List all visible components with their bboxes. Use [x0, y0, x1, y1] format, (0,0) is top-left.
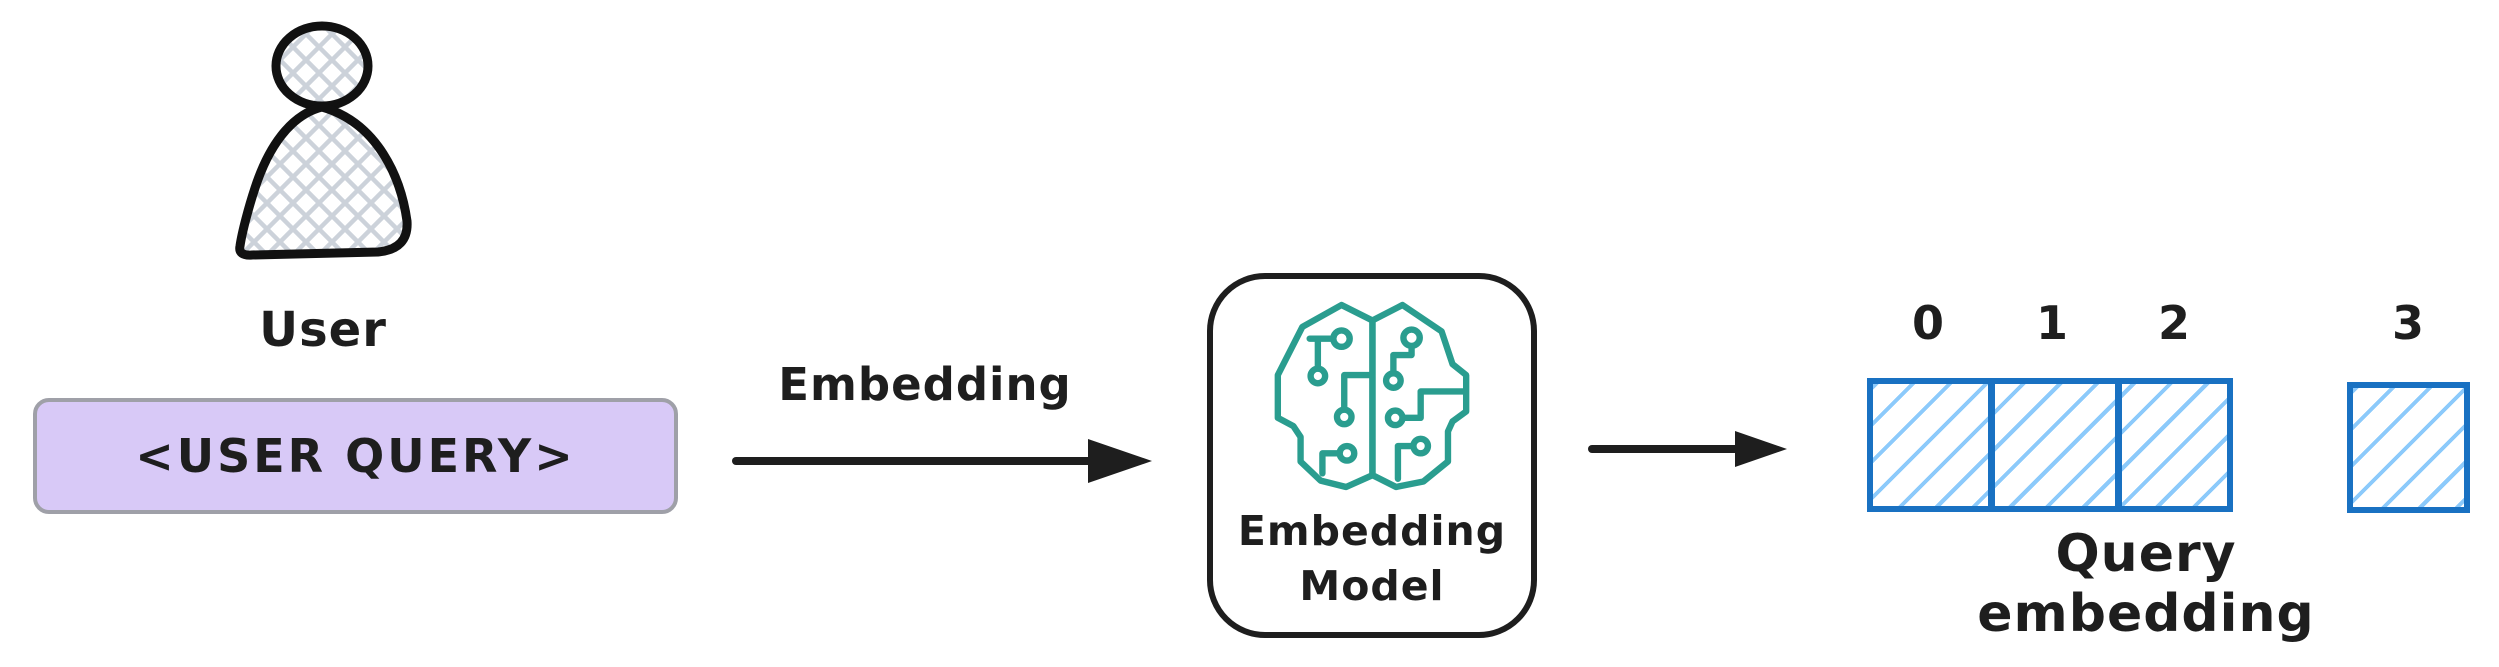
- brain-circuit-icon: [1274, 301, 1470, 491]
- user-label: User: [259, 302, 387, 358]
- cell-index-3: 3: [2391, 296, 2424, 350]
- cell-index-1: 1: [2035, 296, 2068, 350]
- embedding-cell-3: [2347, 382, 2470, 513]
- embedding-cells-0-2: [1867, 378, 2233, 512]
- user-icon: [235, 21, 412, 260]
- user-query-box: <USER QUERY>: [33, 398, 678, 514]
- embedding-arrow-label: Embedding: [778, 358, 1072, 411]
- cell-divider: [1988, 382, 1995, 508]
- cell-index-2: 2: [2157, 296, 2190, 350]
- query-embedding-caption: Query embedding: [1977, 524, 2315, 644]
- embedding-model-label-line2: Model: [1299, 562, 1445, 610]
- cell-index-0: 0: [1911, 296, 1944, 350]
- embedding-model-label: Embedding Model: [1207, 504, 1537, 614]
- embedding-model-box: [1207, 273, 1537, 638]
- embedding-model-label-line1: Embedding: [1237, 507, 1507, 555]
- user-query-text: <USER QUERY>: [135, 429, 576, 483]
- arrow-right-icon: [732, 439, 1152, 483]
- arrow-right-icon: [1588, 431, 1787, 467]
- cell-divider: [2115, 382, 2122, 508]
